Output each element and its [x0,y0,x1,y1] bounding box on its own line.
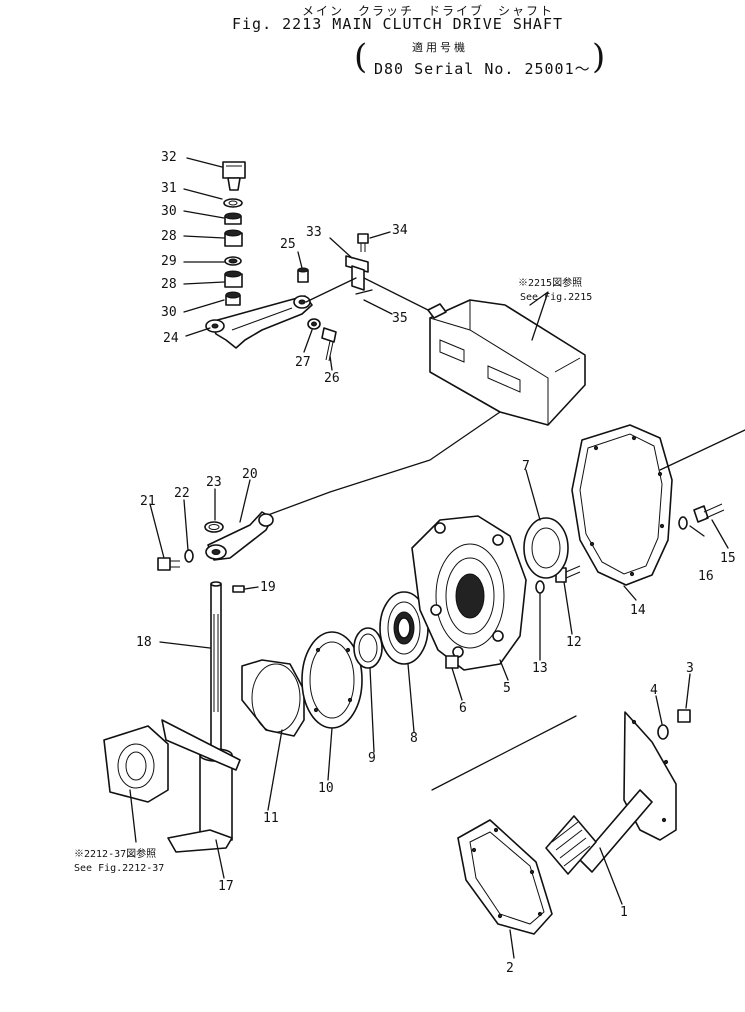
callout-14: 14 [630,603,646,618]
callout-5: 5 [503,681,511,696]
callout-31: 31 [161,181,177,196]
callout-32: 32 [161,150,177,165]
transmission-housing [427,299,586,426]
part-7-seal [523,517,569,579]
part-3-bolt [677,709,691,723]
applicability-japanese: 適用号機 [412,41,468,54]
leader-lines [129,157,729,959]
callout-1: 1 [620,905,628,920]
open-paren: ( [354,37,368,77]
callout-28-lower: 28 [161,277,177,292]
callout-13: 13 [532,661,548,676]
callout-33: 33 [306,225,322,240]
callout-6: 6 [459,701,467,716]
callout-12: 12 [566,635,582,650]
part-9-snap-ring [353,627,383,669]
ref-2215: See Fig.2215 [520,292,592,303]
callout-7: 7 [522,459,530,474]
callout-2: 2 [506,961,514,976]
part-32-bolt [222,161,246,191]
part-17-yoke [161,719,241,853]
callout-27: 27 [295,355,311,370]
part-25-pin [297,267,309,283]
part-15-bolt [693,503,725,523]
part-22-washer [184,549,194,563]
callout-29: 29 [161,254,177,269]
callout-9: 9 [368,751,376,766]
callout-26: 26 [324,371,340,386]
callout-28-upper: 28 [161,229,177,244]
part-28-bushing-upper [224,229,243,247]
part-27-nut [307,318,321,330]
part-29-washer [224,256,242,266]
callout-18: 18 [136,635,152,650]
callout-8: 8 [410,731,418,746]
part-31-washer [223,198,243,208]
part-8-bearing [379,591,429,665]
part-11-hub [241,659,305,737]
callout-4: 4 [650,683,658,698]
flange-leader-top [431,715,577,791]
callout-3: 3 [686,661,694,676]
callout-10: 10 [318,781,334,796]
callout-15: 15 [720,551,736,566]
part-10-plate [301,631,363,729]
title-japanese: メイン クラッチ ドライブ シャフト [302,4,555,18]
part-30-nut-upper [224,212,242,225]
reference-notes: ※2215図参照 See Fig.2215 ※2212-37図参照 See Fi… [74,276,592,874]
part-30-nut-lower [225,291,241,306]
ref-2215-jp: ※2215図参照 [518,276,582,289]
ref-2212: See Fig.2212-37 [74,863,164,874]
part-2-flange [457,819,553,935]
callout-35: 35 [392,311,408,326]
callout-11: 11 [263,811,279,826]
callout-23: 23 [206,475,222,490]
callout-19: 19 [260,580,276,595]
callout-30-lower: 30 [161,305,177,320]
callout-numbers: 32 31 30 28 29 28 30 24 25 33 34 35 27 2… [136,150,736,976]
callout-17: 17 [218,879,234,894]
part-26-bolt [321,327,337,362]
linkage-leader-line [267,411,501,516]
part-14-gasket [571,424,673,586]
part-16-washer [678,516,688,530]
callout-21: 21 [140,494,156,509]
figure-title: Fig. 2213 MAIN CLUTCH DRIVE SHAFT [232,15,564,33]
part-33-clip [345,255,369,291]
part-21-bolt [157,557,180,571]
part-13-washer [535,580,545,594]
part-19-key [232,585,245,593]
callout-22: 22 [174,486,190,501]
ref-2212-jp: ※2212-37図参照 [74,847,156,860]
callout-20: 20 [242,467,258,482]
callout-34: 34 [392,223,408,238]
part-4-washer [657,724,669,740]
close-paren: ) [592,37,606,77]
callout-30-upper: 30 [161,204,177,219]
throwout-bearing-carrier [103,725,169,803]
part-34-bolt [357,233,369,252]
callout-24: 24 [163,331,179,346]
part-18-shaft [210,581,222,751]
part-6-bolt [445,655,459,669]
serial-range: D80 Serial No. 25001～ [374,60,591,78]
part-24-lever [205,295,313,349]
part-5-bearing-cage [411,515,527,671]
part-20-lever [205,511,274,561]
part-23-washer [204,521,224,533]
part-1-drive-shaft [545,711,677,875]
part-28-bushing-lower [224,270,243,288]
callout-25: 25 [280,237,296,252]
part-35-rod [305,277,429,311]
gasket-leader [659,429,745,471]
callout-16: 16 [698,569,714,584]
